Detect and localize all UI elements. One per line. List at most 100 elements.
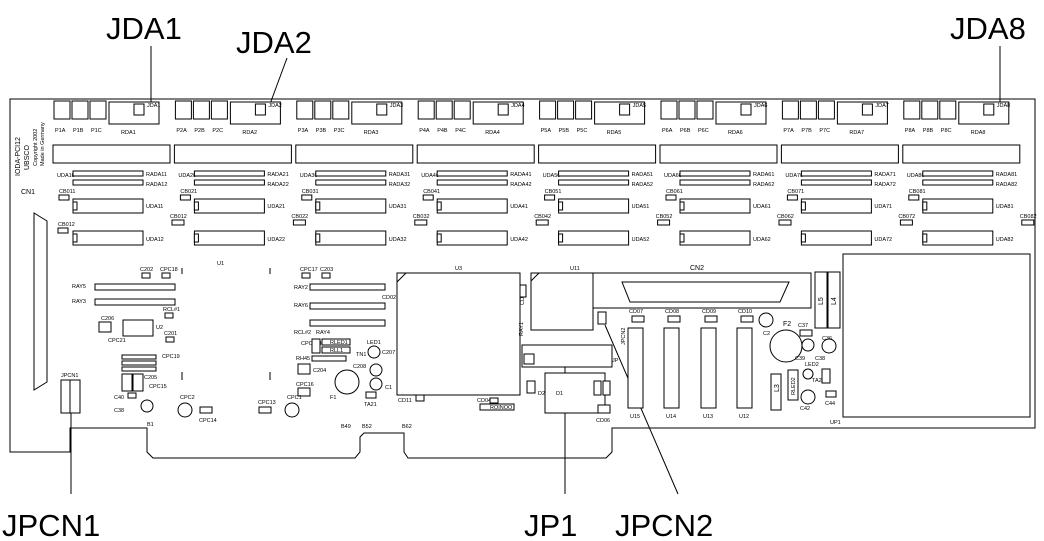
callout-jda2: JDA2 <box>236 25 312 60</box>
ch8-p-block <box>903 100 921 120</box>
c201-label: C201 <box>164 331 177 337</box>
ch2-p-block <box>174 100 192 120</box>
ray6 <box>309 302 386 310</box>
ch4-uda-b-notch <box>436 233 442 243</box>
rll1-label: RLL1 <box>330 348 343 354</box>
ch7-jda-label: JDA7 <box>875 103 888 109</box>
ch2-uda-a-notch <box>193 201 199 211</box>
ch2-p-label: P2A <box>176 128 187 134</box>
ch2-cb-b <box>292 219 306 226</box>
ch4-cb-b-label: CB042 <box>534 214 551 220</box>
ch5-rada-b <box>558 179 630 186</box>
cpc15-label: CPC15 <box>149 384 167 390</box>
ch5-p-label: P5C <box>577 128 588 134</box>
ch6-p-block <box>696 100 714 120</box>
jpcn1-silk: JPCN1 <box>61 373 78 379</box>
ch1-header-strip <box>52 144 171 164</box>
c37-label: C37 <box>798 323 808 329</box>
ch3-cb-b <box>414 219 428 226</box>
ch4-cb-a <box>422 194 434 201</box>
ch6-cb-a-label: CB061 <box>666 189 683 195</box>
ch7-rada-b <box>800 179 872 186</box>
ch1-uda-b-notch <box>72 233 78 243</box>
ch4-p-label: P4A <box>419 128 430 134</box>
ch3-rada-b <box>315 179 387 186</box>
ch3-jda-label: JDA3 <box>390 103 403 109</box>
u13-label: U13 <box>703 414 713 420</box>
ch4-jda-relay <box>497 103 509 116</box>
ch7-uda-a <box>800 198 872 214</box>
callout-jpcn1: JPCN1 <box>2 508 100 541</box>
ch2-p-block <box>192 100 210 120</box>
ch4-cb-b <box>535 219 549 226</box>
ch3-rada-a <box>315 170 387 177</box>
ch1-jda-label: JDA1 <box>147 103 160 109</box>
c203-label: C203 <box>320 267 333 273</box>
ch5-uda-a-notch <box>558 201 564 211</box>
ch3-cb-a <box>301 194 313 201</box>
ch7-p-label: P7C <box>819 128 830 134</box>
ch8-jda-relay <box>983 103 995 116</box>
ch5-rda-label: RDA5 <box>607 130 622 136</box>
ch7-uda-a-label: UDA71 <box>874 204 892 210</box>
cd10-label: CD10 <box>738 309 752 315</box>
ch5-uda-top-label: UDA50 <box>543 173 561 179</box>
u11 <box>530 272 594 331</box>
ch8-rada-b <box>922 179 994 186</box>
c42-label: C42 <box>800 406 810 412</box>
ch6-p-label: P6A <box>662 128 673 134</box>
ch1-p-block <box>53 100 71 120</box>
u13 <box>700 327 717 409</box>
ch6-rada-b <box>679 179 751 186</box>
ch7-uda-b-notch <box>800 233 806 243</box>
ch1-p-label: P1B <box>73 128 84 134</box>
left-logic-area: U1 C202 CPC18 RAY5 RAY3 RCL#1 C206 CPC21… <box>72 261 412 430</box>
ch2-header-strip <box>173 144 292 164</box>
ch5-rada-a-label: RADA51 <box>632 172 653 178</box>
ch4-p-block <box>453 100 471 120</box>
ch3-p-label: P3B <box>316 128 327 134</box>
ch1-cb-b <box>171 219 185 226</box>
ch5-jda-label: JDA5 <box>633 103 646 109</box>
c38-label: C38 <box>114 408 124 414</box>
c38b-label: C38 <box>815 356 825 362</box>
cn1-label: CN1 <box>21 189 35 196</box>
jpcn1-jumper: JPCN1 <box>60 373 81 414</box>
ch3-header-strip <box>295 144 414 164</box>
ch6-uda-top-label: UDA60 <box>664 173 682 179</box>
ray2 <box>309 283 386 291</box>
ch7-cb-b-label: CB072 <box>898 214 915 220</box>
ch1-uda-top-label: UDA10 <box>57 173 75 179</box>
l4-label: L4 <box>831 297 838 305</box>
ch6-rada-a <box>679 170 751 177</box>
ray5-label: RAY5 <box>72 284 86 290</box>
ch5-p-block <box>575 100 593 120</box>
ch7-jda-relay <box>861 103 873 116</box>
d2-label: D2 <box>538 391 545 397</box>
f2-label: F2 <box>783 321 791 328</box>
u14-label: U14 <box>666 414 676 420</box>
ch5-uda-b-label: UDA52 <box>632 237 650 243</box>
ch7-p-block <box>799 100 817 120</box>
ch4-uda-a-label: UDA41 <box>510 204 528 210</box>
callout-jda1: JDA1 <box>106 11 182 46</box>
ch4-cb-a-label: CB041 <box>423 189 440 195</box>
ch7-uda-b <box>800 230 872 246</box>
ch2-cb-a <box>179 194 191 201</box>
ch7-rda-label: RDA7 <box>849 130 864 136</box>
cpc14-label: CPC14 <box>199 418 217 424</box>
ch1-rada-a-label: RADA11 <box>146 172 167 178</box>
made-in-text: Made in Germany <box>40 122 46 166</box>
cd11-label: CD11 <box>398 398 412 404</box>
ch4-uda-top-label: UDA40 <box>421 173 439 179</box>
l4 <box>827 271 841 329</box>
ch6-header-strip <box>659 144 778 164</box>
ray1-label: RAY1 <box>519 322 525 336</box>
ch2-cb-b-label: CB022 <box>291 214 308 220</box>
ch2-rada-a-label: RADA21 <box>267 172 288 178</box>
ch8-p-label: P8A <box>905 128 916 134</box>
ch5-rada-b-label: RADA52 <box>632 182 653 188</box>
ch4-rda-label: RDA4 <box>485 130 500 136</box>
cn1-body <box>33 212 48 391</box>
